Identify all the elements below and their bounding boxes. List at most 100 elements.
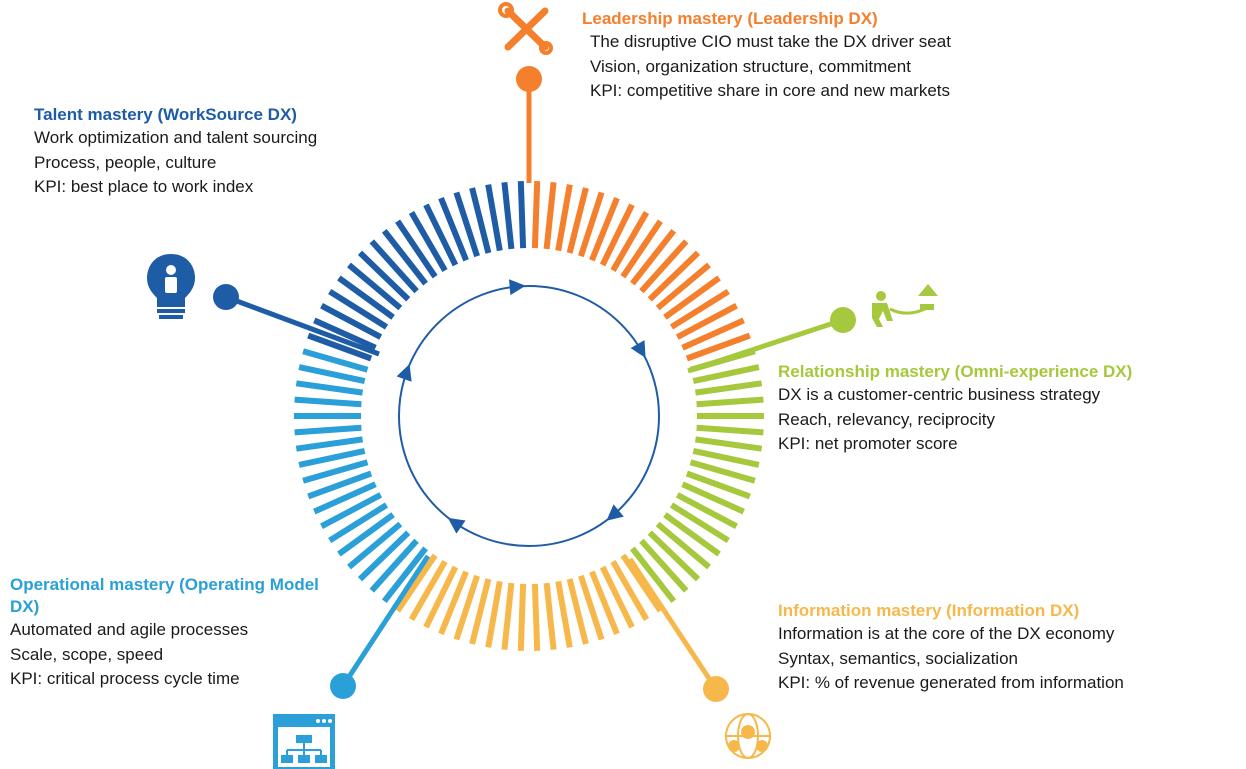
ring-segment [566,187,589,254]
ring-segment [599,565,635,629]
leadership-title: Leadership mastery (Leadership DX) [582,9,878,28]
information-line-2: Syntax, semantics, socialization [778,648,1018,668]
ring-segment [395,553,438,613]
cycle-arrows [396,279,660,547]
ring-segment [589,196,620,262]
ring-segment [313,481,377,515]
ring-segment [696,424,764,436]
ring-segment [408,559,448,622]
relationship-mastery-block: Relationship mastery (Omni-experience DX… [778,361,1132,457]
ring-segment [369,538,419,593]
ring-segment [555,580,573,648]
ring-segment [694,436,763,452]
ring-segment [599,203,635,267]
operational-kpi: KPI: critical process cycle time [10,669,240,688]
ring-segment [408,210,448,273]
ring-segment [347,521,403,570]
ring-segment [685,470,751,500]
ring-segment [630,546,677,604]
ring-segment [639,239,689,294]
operational-line-2: Scale, scope, speed [10,644,164,664]
connector-leadership [516,66,542,183]
ring-segment [294,396,362,408]
ring-segment [681,317,745,351]
relationship-line-1: DX is a customer-centric business strate… [778,385,1101,404]
ring-segment [578,191,605,258]
org-chart-window-icon [273,714,335,769]
ring-segment [298,364,366,385]
cycle-arrowhead [396,364,412,382]
ring-segment [381,228,428,286]
ring-segment [639,538,689,593]
ring-segment [531,180,541,249]
talent-kpi: KPI: best place to work index [34,177,254,196]
ring-segment [694,380,763,396]
ring-segment [517,180,527,249]
ring-segment [543,181,557,250]
ring-segment [320,492,383,529]
lightbulb-person-icon [147,254,195,319]
ring-segment [302,459,369,484]
operational-mastery-block: Operational mastery (Operating Model DX)… [10,574,340,692]
ring-segment [328,288,389,330]
leadership-line-1: The disruptive CIO must take the DX driv… [590,32,951,51]
operational-title: Operational mastery (Operating Model DX) [10,575,319,616]
information-mastery-block: Information mastery (Information DX) Inf… [778,600,1124,696]
cycle-arrowhead [606,504,624,521]
ring-segment [620,553,663,613]
ring-segment [302,348,369,373]
ring-segment [647,530,701,582]
ring-segment [313,317,377,351]
leadership-kpi: KPI: competitive share in core and new m… [590,81,950,100]
information-line-1: Information is at the core of the DX eco… [778,624,1115,643]
ring-segment [620,219,663,279]
ring-segment [501,181,515,250]
ring-segment [307,332,373,362]
ring-segment [675,303,738,340]
ring-segment [294,424,362,436]
ring-segment [663,512,721,557]
ring-segment [696,396,764,408]
ring-segment [347,262,403,311]
ring-segment [543,582,557,651]
ring-segment [337,512,395,557]
ring-segment [663,275,721,320]
leadership-line-2: Vision, organization structure, commitme… [590,56,911,76]
globe-network-icon [725,713,771,759]
ring-segment [681,481,745,515]
ring-segment [469,187,492,254]
ring-segment [692,447,760,468]
ring-segment [531,583,541,652]
ring-segment [357,250,411,302]
ring-segment [357,530,411,582]
ring-segment [320,303,383,340]
ring-segment [485,580,503,648]
connector-information [627,557,729,702]
relationship-kpi: KPI: net promoter score [778,434,958,453]
cycle-arrowhead [447,517,466,534]
tug-of-war-icon [872,284,938,327]
ring-segment [307,470,373,500]
ring-segment [469,578,492,645]
wrench-screwdriver-icon [498,2,553,55]
relationship-line-2: Reach, relevancy, reciprocity [778,409,995,429]
ring-segment [647,250,701,302]
ring-segment [295,380,364,396]
ring-segment [675,492,738,529]
ring-segment [453,574,480,641]
ring-segment [381,546,428,604]
connector-operational [330,554,431,699]
connector-relationship [687,307,856,374]
ring-segment [395,219,438,279]
ring-segment [337,275,395,320]
ring-segment [578,574,605,641]
talent-title: Talent mastery (WorkSource DX) [34,105,297,124]
ring-segment [655,521,711,570]
ring-segment [517,583,527,652]
ring-segment [423,565,459,629]
ring-segment [295,436,364,452]
talent-line-1: Work optimization and talent sourcing [34,128,318,147]
ring-segment [501,582,515,651]
ring-segment [610,559,650,622]
